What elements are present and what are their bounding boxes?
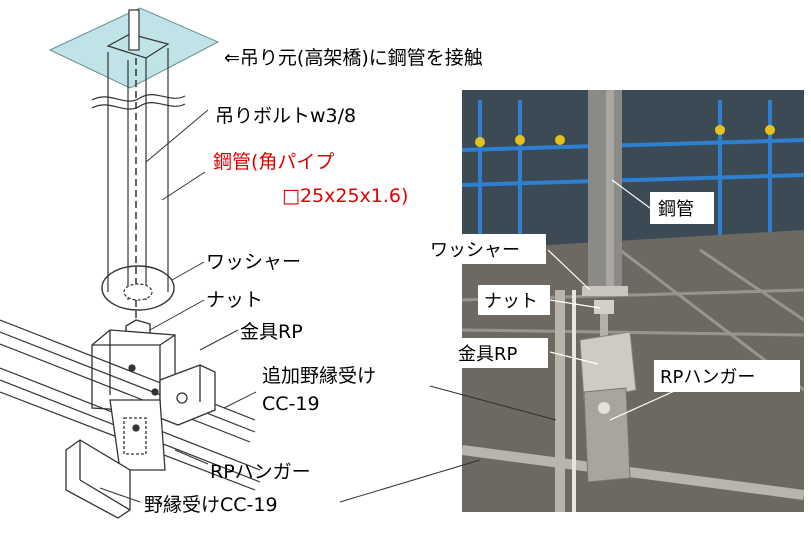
rp-hanger-drawing [109,399,166,471]
label-extra-channel-line2: CC-19 [262,393,320,415]
photo-hanger-bolt [598,402,610,414]
site-photo: 鋼管 ワッシャー ナット 金具RP RPハンガー [426,90,804,512]
photo-label-rp-hanger: RPハンガー [654,360,800,392]
label-suspension-source: ⇐吊り元(高架橋)に鋼管を接触 [224,47,483,69]
isometric-diagram: ⇐吊り元(高架橋)に鋼管を接触 吊りボルトw3/8 鋼管(角パイプ □25x25… [0,7,483,519]
label-bracket-rp: 金具RP [240,321,303,343]
bolt-tip [128,9,140,51]
label-rp-hanger: RPハンガー [210,461,311,483]
photo-channel-rails [462,290,804,512]
label-channel-cc19: 野縁受けCC-19 [144,494,278,516]
label-washer: ワッシャー [206,251,301,273]
photo-washer [582,286,628,296]
photo-bolt [600,314,608,344]
label-hanging-bolt: 吊りボルトw3/8 [215,105,356,127]
photo-yellow-fittings [475,125,775,147]
photo-label-washer-text: ワッシャー [430,240,520,261]
washer-disc [123,283,153,301]
label-nut: ナット [206,289,263,311]
photo-label-nut: ナット [478,285,550,315]
photo-steel-pipe-highlight [606,90,614,290]
photo-label-bracket-rp-text: 金具RP [458,344,518,365]
photo-label-steel-pipe-text: 鋼管 [658,199,694,220]
photo-upper-structure [462,90,804,250]
label-steel-pipe-line2: □25x25x1.6) [282,185,408,207]
photo-rp-hanger [583,387,631,483]
label-extra-channel-line1: 追加野縁受け [262,365,376,387]
photo-steel-pipe [588,90,622,290]
photo-label-washer: ワッシャー [426,234,546,264]
washer-highlight-ellipse [101,265,175,311]
photo-label-bracket-rp: 金具RP [452,338,548,368]
steel-pipe-drawing [107,48,169,300]
leader-lines [99,109,257,503]
channel-cc19-drawing [65,439,131,519]
break-mark-bottom [91,101,186,110]
photo-label-steel-pipe: 鋼管 [650,192,714,224]
photo-nut [594,300,614,314]
photo-bracket-rp [579,331,637,401]
break-mark-top [91,93,186,102]
pipe-top-outline [106,33,170,59]
photo-label-nut-text: ナット [484,291,538,312]
cross-leader-lines [339,385,557,503]
photo-label-rp-hanger-text: RPハンガー [660,367,755,388]
label-steel-pipe-line1: 鋼管(角パイプ [213,151,334,173]
